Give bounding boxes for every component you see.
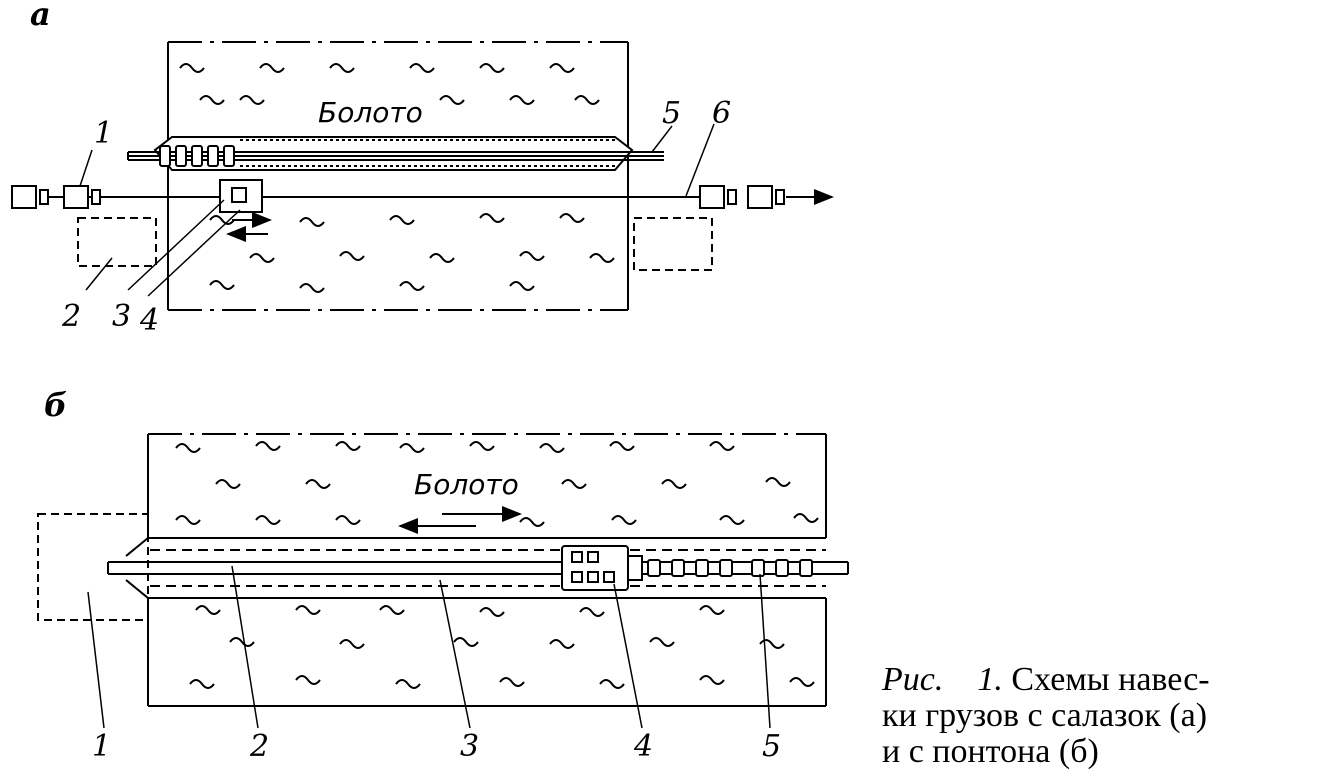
- caption-text-1: Схемы навес-: [1011, 661, 1210, 698]
- caption-prefix: Рис.: [882, 661, 944, 698]
- pontoon-b: [561, 545, 643, 591]
- panel-b: б Болото: [37, 386, 849, 764]
- swamp-waves-b: [175, 441, 819, 689]
- caption-line-2: ки грузов с салазок (а): [882, 697, 1208, 734]
- callout-b-5: 5: [762, 729, 781, 764]
- swamp-area-a: [167, 41, 629, 311]
- swamp-waves-a: [179, 63, 615, 293]
- weights-b: [647, 559, 813, 577]
- pipeline-b: [107, 561, 849, 575]
- tractors-right-a: [699, 185, 785, 209]
- dashed-position-left-a: [77, 217, 157, 267]
- leader-lines-b: [87, 565, 771, 729]
- callout-b-4: 4: [633, 729, 653, 764]
- sled-direction-arrows-a: [226, 212, 272, 242]
- callout-a-5: 5: [662, 96, 681, 131]
- swamp-label-b: Болото: [414, 468, 519, 501]
- caption-number: 1.: [977, 661, 1003, 698]
- callout-a-1: 1: [94, 116, 113, 151]
- caption-line-3: и с понтона (б): [882, 733, 1099, 770]
- swamp-label-a: Болото: [318, 96, 423, 129]
- panel-a-letter: а: [30, 0, 51, 33]
- weights-a: [159, 145, 235, 167]
- callout-a-6: 6: [712, 96, 731, 131]
- panel-a: а Болото: [11, 0, 834, 338]
- trench-b: [125, 537, 826, 599]
- panel-b-letter: б: [44, 386, 67, 424]
- dashed-position-right-a: [633, 217, 713, 271]
- figure-caption: Рис. 1. Схемы навес- ки грузов с салазок…: [882, 662, 1307, 770]
- callout-a-4: 4: [139, 303, 159, 338]
- tractors-left-a: [11, 185, 101, 209]
- swamp-area-b: [147, 433, 827, 707]
- pontoon-direction-arrows-b: [398, 506, 522, 534]
- callout-b-1: 1: [92, 729, 111, 764]
- callouts-b: 1 2 3 4 5: [92, 729, 781, 764]
- callout-b-2: 2: [249, 729, 269, 764]
- callout-a-3: 3: [112, 299, 131, 334]
- dashed-position-left-b: [37, 513, 149, 621]
- sled-a: [219, 179, 263, 213]
- callout-b-3: 3: [460, 729, 479, 764]
- callouts-a: 1 2 3 4 5 6: [61, 96, 731, 338]
- caption-line-1: Рис. 1. Схемы навес-: [882, 662, 1307, 698]
- leader-lines-a: [79, 123, 715, 297]
- callout-a-2: 2: [61, 299, 81, 334]
